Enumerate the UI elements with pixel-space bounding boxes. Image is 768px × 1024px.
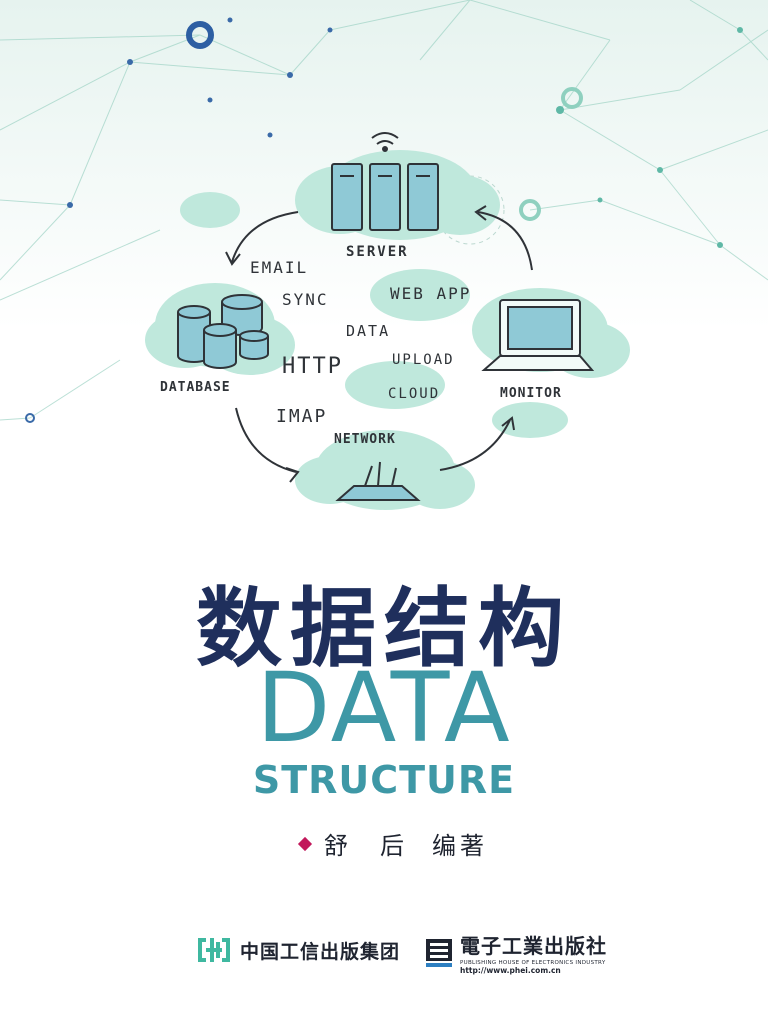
phei-url: http://www.phei.com.cn bbox=[460, 966, 561, 975]
label-email: EMAIL bbox=[250, 258, 309, 277]
publisher-group-logo-icon bbox=[198, 938, 230, 962]
label-monitor: MONITOR bbox=[500, 386, 562, 401]
label-data: DATA bbox=[346, 322, 391, 340]
publisher-phei: 電子工業出版社 PUBLISHING HOUSE OF ELECTRONICS … bbox=[424, 930, 607, 975]
network-illustration bbox=[145, 132, 630, 510]
book-subtitle-english: STRUCTURE bbox=[252, 758, 516, 802]
label-network: NETWORK bbox=[334, 432, 396, 447]
phei-logo-icon bbox=[426, 938, 452, 967]
label-cloud: CLOUD bbox=[388, 386, 441, 402]
label-sync: SYNC bbox=[282, 290, 329, 309]
label-database: DATABASE bbox=[160, 380, 231, 395]
label-upload: UPLOAD bbox=[392, 352, 455, 368]
database-icon bbox=[177, 294, 269, 369]
phei-name: 電子工業出版社 bbox=[460, 934, 607, 958]
label-web-app: WEB APP bbox=[390, 284, 472, 303]
publisher-group-name: 中国工信出版集团 bbox=[240, 940, 401, 963]
label-imap: IMAP bbox=[276, 406, 328, 427]
label-http: HTTP bbox=[282, 354, 343, 379]
phei-english-name: PUBLISHING HOUSE OF ELECTRONICS INDUSTRY bbox=[460, 960, 606, 966]
wifi-icon bbox=[371, 132, 399, 152]
router-icon bbox=[335, 461, 421, 501]
label-server: SERVER bbox=[346, 244, 409, 260]
book-title-chinese: 数据结构 bbox=[196, 579, 572, 679]
book-title-english: DATA bbox=[256, 652, 512, 764]
laptop-icon bbox=[481, 299, 595, 371]
publisher-group: 中国工信出版集团 bbox=[196, 932, 400, 968]
server-icon bbox=[331, 163, 439, 231]
author-name: 舒 后 bbox=[324, 832, 408, 860]
diamond-bullet-icon bbox=[297, 836, 313, 851]
author-role: 编著 bbox=[432, 832, 488, 860]
author-line: 舒 后 编著 bbox=[297, 826, 488, 861]
